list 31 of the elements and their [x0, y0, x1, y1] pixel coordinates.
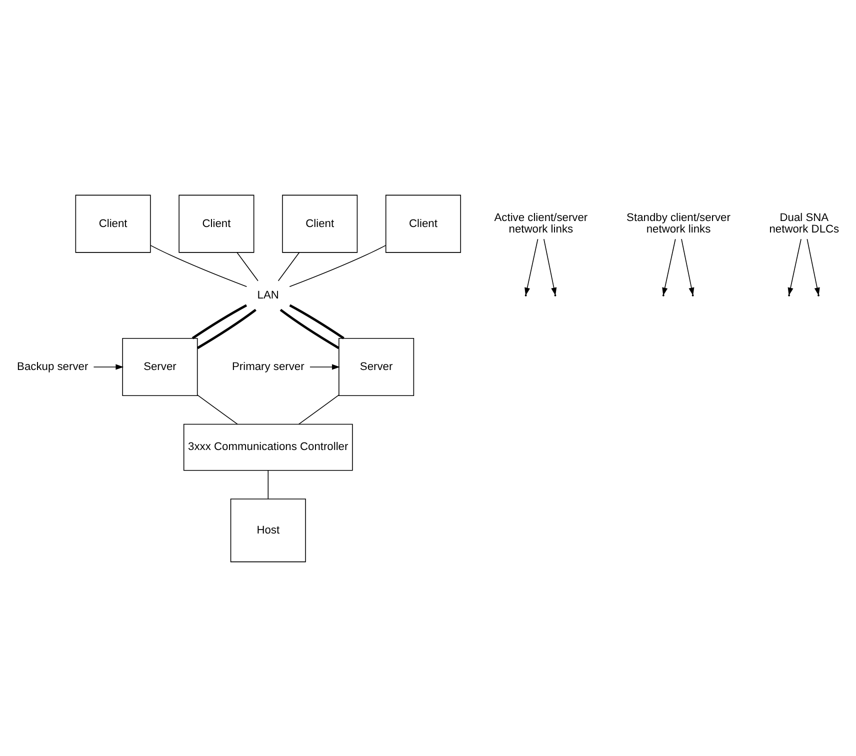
arrow	[788, 238, 802, 296]
arrow	[662, 238, 676, 296]
connector	[196, 308, 256, 349]
node-text: LAN	[257, 288, 279, 301]
node-box: Server	[122, 337, 198, 396]
connector	[280, 308, 340, 349]
node-text: Active client/server network links	[494, 211, 588, 236]
node-box: Client	[385, 194, 461, 252]
connector	[236, 252, 258, 281]
node-text: Standby client/server network links	[626, 211, 730, 236]
connector	[289, 244, 386, 286]
connector	[150, 244, 248, 286]
node-box: Client	[75, 194, 151, 252]
connector	[268, 469, 269, 499]
node-text: Primary server	[232, 360, 304, 372]
connector	[298, 394, 340, 424]
connector	[289, 304, 344, 339]
node-box: 3xxx Communications Controller	[183, 423, 353, 470]
arrow	[310, 364, 340, 370]
arrow	[681, 238, 694, 296]
connector	[197, 394, 238, 424]
node-box: Server	[338, 337, 414, 396]
node-box: Host	[230, 498, 306, 562]
node-text: Dual SNA network DLCs	[769, 211, 840, 236]
connector	[278, 252, 300, 281]
arrow	[93, 364, 124, 370]
arrow	[806, 238, 820, 296]
node-box: Client	[178, 194, 254, 252]
node-text: Backup server	[17, 360, 88, 372]
connector	[192, 304, 248, 339]
node-box: Client	[282, 194, 358, 252]
